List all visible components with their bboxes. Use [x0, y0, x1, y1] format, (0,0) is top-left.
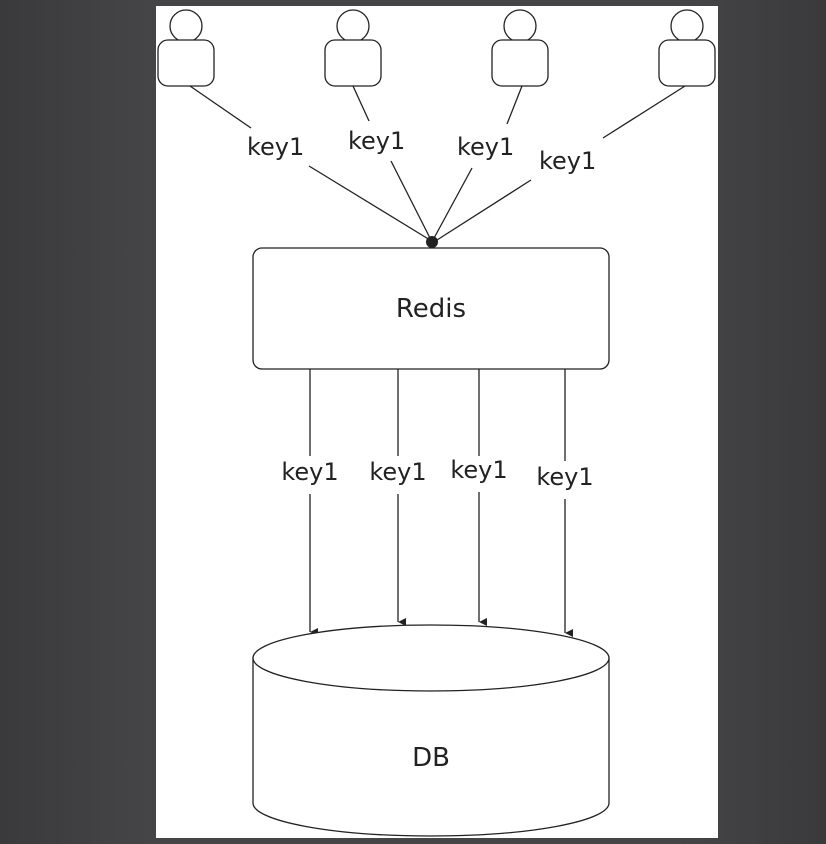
- user-key-label-1: key1: [247, 133, 304, 161]
- db-key-label-4: key1: [536, 463, 593, 491]
- user-icon-2: [324, 9, 382, 87]
- user-icon-1: [157, 9, 215, 87]
- db-key-label-2: key1: [369, 458, 426, 486]
- db-key-label-3: key1: [450, 456, 507, 484]
- user-icon-3: [491, 9, 549, 87]
- db-key-label-1: key1: [281, 458, 338, 486]
- database-cylinder: [252, 624, 610, 837]
- user-key-label-3: key1: [457, 133, 514, 161]
- user-key-label-4: key1: [539, 147, 596, 175]
- db-label: DB: [412, 743, 450, 773]
- diagram-canvas: key1 key1 key1 key1 Redis key1 key1 key1…: [156, 6, 718, 838]
- connection-junction-dot: [426, 236, 438, 248]
- user-icon-4: [658, 9, 716, 87]
- redis-label: Redis: [396, 294, 466, 324]
- user-request-lines: [189, 85, 686, 241]
- redis-box: [252, 247, 610, 370]
- db-request-arrows: [309, 369, 573, 637]
- user-key-label-2: key1: [348, 127, 405, 155]
